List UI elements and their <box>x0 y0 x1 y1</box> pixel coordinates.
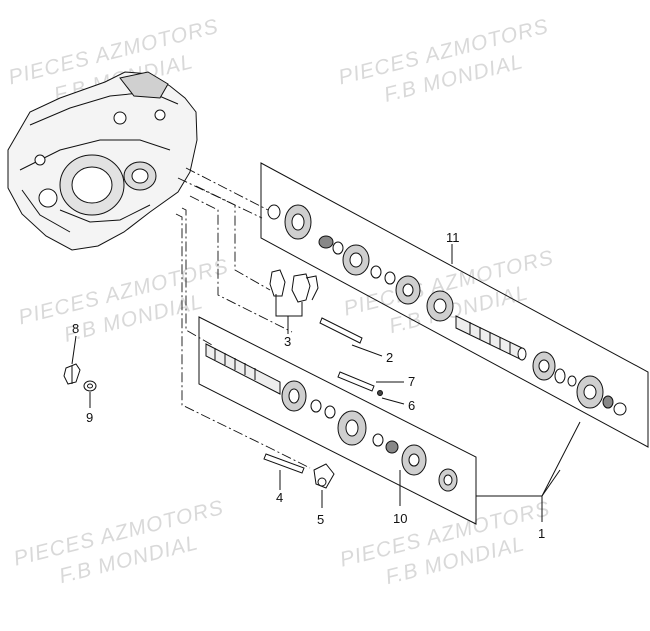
bolt-8 <box>63 363 81 385</box>
shift-fork-5 <box>313 463 335 489</box>
shaft-7 <box>337 371 383 396</box>
shift-forks-upper <box>269 269 319 303</box>
callout-1: 1 <box>538 526 545 541</box>
callout-7: 7 <box>408 374 415 389</box>
leader-lines <box>71 244 581 522</box>
callout-10: 10 <box>393 511 407 526</box>
callout-9: 9 <box>86 410 93 425</box>
washer-9 <box>83 380 97 392</box>
crankcase <box>7 71 198 251</box>
upper-shaft-assembly <box>267 204 627 416</box>
watermark-bottom-right: PIECES AZMOTORS F.B MONDIAL <box>338 497 553 589</box>
shift-rod-4 <box>263 453 305 474</box>
watermark-mid-left: PIECES AZMOTORS F.B MONDIAL <box>16 255 231 347</box>
watermark-top-right: PIECES AZMOTORS F.B MONDIAL <box>336 15 551 107</box>
callout-3: 3 <box>284 334 291 349</box>
callout-5: 5 <box>317 512 324 527</box>
callout-2: 2 <box>386 350 393 365</box>
callout-4: 4 <box>276 490 283 505</box>
callout-11: 11 <box>446 230 460 245</box>
callout-6: 6 <box>408 398 415 413</box>
watermark-bottom-left: PIECES AZMOTORS F.B MONDIAL <box>11 496 226 588</box>
lower-shaft-assembly <box>205 343 458 492</box>
shift-rod-2 <box>319 317 363 344</box>
group-box-10 <box>198 316 477 525</box>
group-box-11 <box>260 162 649 448</box>
callout-8: 8 <box>72 321 79 336</box>
